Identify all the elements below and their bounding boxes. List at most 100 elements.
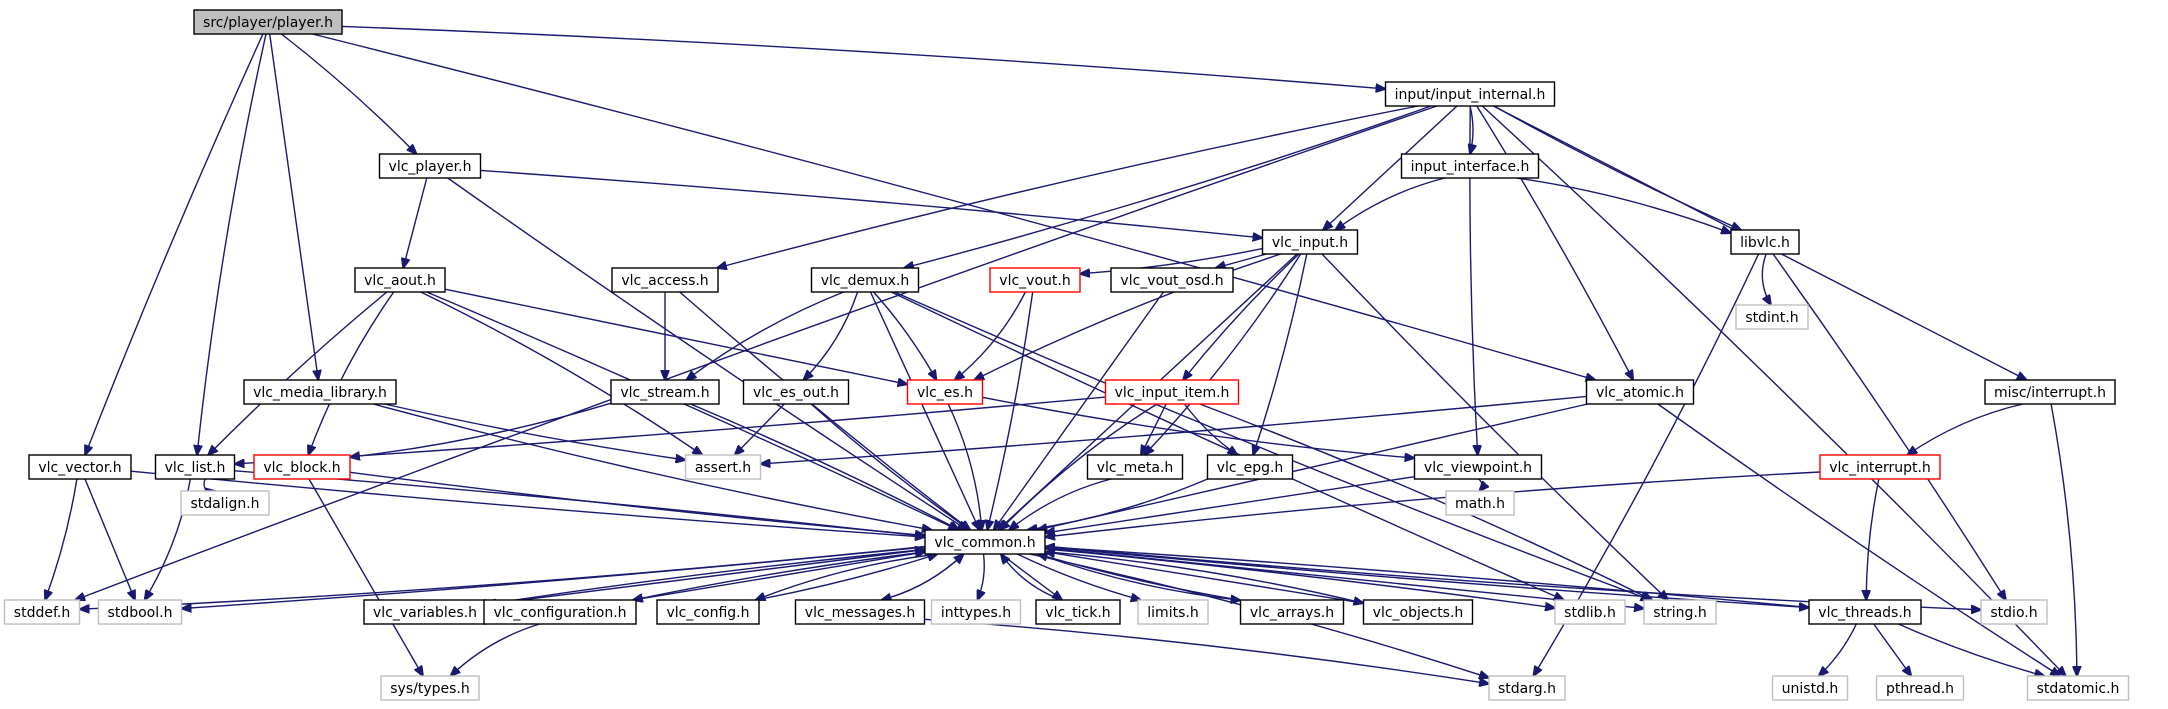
node-vlc-stream[interactable]: vlc_stream.h bbox=[610, 379, 720, 405]
node-vlc-tick[interactable]: vlc_tick.h bbox=[1035, 599, 1121, 625]
node-box bbox=[930, 599, 1022, 625]
node-vlc-variables[interactable]: vlc_variables.h bbox=[363, 599, 487, 625]
node-vlc-arrays[interactable]: vlc_arrays.h bbox=[1239, 599, 1345, 625]
edge-vlc-es-to-vlc-viewpoint bbox=[982, 396, 1415, 458]
edge-vlc-media-library-to-vlc-common bbox=[373, 403, 932, 530]
node-string: string.h bbox=[1643, 599, 1717, 625]
node-label: stdint.h bbox=[1745, 310, 1798, 326]
edge-misc-interrupt-to-stdatomic bbox=[2050, 403, 2077, 676]
node-box bbox=[154, 454, 236, 480]
edge-vlc-es-to-vlc-common bbox=[947, 403, 982, 530]
edge-vlc-aout-to-assert bbox=[420, 291, 703, 455]
node-vlc-input[interactable]: vlc_input.h bbox=[1261, 229, 1359, 255]
node-box bbox=[1035, 599, 1121, 625]
edge-vlc-aout-to-vlc-es bbox=[444, 288, 908, 384]
node-vlc-messages[interactable]: vlc_messages.h bbox=[794, 599, 926, 625]
node-vlc-epg[interactable]: vlc_epg.h bbox=[1206, 454, 1294, 480]
node-vlc-atomic[interactable]: vlc_atomic.h bbox=[1585, 379, 1695, 405]
edge-vlc-variables-to-vlc-common bbox=[485, 550, 925, 606]
dependency-edges bbox=[45, 25, 2077, 683]
node-vlc-es-out[interactable]: vlc_es_out.h bbox=[742, 379, 850, 405]
node-box bbox=[1110, 267, 1234, 293]
edge-vlc-block-to-sys-types bbox=[308, 478, 423, 676]
node-label: vlc_common.h bbox=[934, 535, 1035, 551]
edge-vlc-input-to-vlc-epg bbox=[1253, 253, 1308, 455]
edge-vlc-player-to-vlc-aout bbox=[403, 177, 428, 268]
node-vlc-common[interactable]: vlc_common.h bbox=[924, 529, 1046, 555]
node-vlc-list[interactable]: vlc_list.h bbox=[154, 454, 236, 480]
node-box bbox=[378, 153, 482, 179]
edge-vlc-viewpoint-to-math bbox=[1479, 478, 1482, 491]
edge-vlc-demux-to-string bbox=[894, 291, 1651, 600]
node-sys-types: sys/types.h bbox=[380, 675, 480, 701]
node-vlc-config[interactable]: vlc_config.h bbox=[656, 599, 760, 625]
node-box bbox=[924, 529, 1046, 555]
node-label: vlc_meta.h bbox=[1097, 460, 1174, 476]
node-vlc-es[interactable]: vlc_es.h bbox=[906, 379, 984, 405]
edge-vlc-aout-to-vlc-common bbox=[426, 291, 958, 530]
node-label: vlc_atomic.h bbox=[1596, 385, 1684, 401]
node-label: string.h bbox=[1653, 605, 1707, 621]
edge-vlc-input-item-to-vlc-list bbox=[235, 396, 1106, 464]
node-vlc-viewpoint[interactable]: vlc_viewpoint.h bbox=[1413, 454, 1543, 480]
edge-vlc-atomic-to-assert bbox=[761, 395, 1587, 464]
edge-vlc-interrupt-to-vlc-threads bbox=[1866, 478, 1880, 600]
node-box bbox=[1980, 599, 2048, 625]
node-vlc-input-item[interactable]: vlc_input_item.h bbox=[1104, 379, 1240, 405]
node-vlc-block[interactable]: vlc_block.h bbox=[253, 454, 351, 480]
node-vlc-vout[interactable]: vlc_vout.h bbox=[989, 267, 1081, 293]
edge-vlc-epg-to-vlc-common bbox=[1027, 478, 1208, 530]
node-box bbox=[354, 267, 446, 293]
node-label: vlc_es_out.h bbox=[753, 385, 839, 401]
edge-libvlc-to-stdio bbox=[1772, 253, 2006, 600]
node-box bbox=[1384, 81, 1556, 107]
node-input-interface[interactable]: input_interface.h bbox=[1400, 153, 1540, 179]
node-vlc-aout[interactable]: vlc_aout.h bbox=[354, 267, 446, 293]
node-vlc-objects[interactable]: vlc_objects.h bbox=[1362, 599, 1474, 625]
node-box bbox=[810, 267, 920, 293]
edge-player-h-to-vlc-atomic bbox=[312, 33, 1596, 380]
edge-vlc-vout-to-vlc-es bbox=[955, 291, 1027, 380]
node-vlc-vector[interactable]: vlc_vector.h bbox=[28, 454, 132, 480]
node-misc-interrupt[interactable]: misc/interrupt.h bbox=[1984, 379, 2116, 405]
node-box bbox=[1104, 379, 1240, 405]
node-box bbox=[1984, 379, 2116, 405]
node-vlc-demux[interactable]: vlc_demux.h bbox=[810, 267, 920, 293]
node-input-internal[interactable]: input/input_internal.h bbox=[1384, 81, 1556, 107]
edge-vlc-common-to-vlc-arrays bbox=[1037, 553, 1241, 600]
node-label: unistd.h bbox=[1782, 681, 1839, 697]
node-vlc-access[interactable]: vlc_access.h bbox=[611, 267, 719, 293]
node-label: vlc_block.h bbox=[263, 460, 340, 476]
node-box bbox=[906, 379, 984, 405]
edge-vlc-player-to-vlc-common bbox=[447, 177, 968, 530]
node-vlc-vout-osd[interactable]: vlc_vout_osd.h bbox=[1110, 267, 1234, 293]
node-box bbox=[1137, 599, 1209, 625]
node-vlc-threads[interactable]: vlc_threads.h bbox=[1808, 599, 1922, 625]
node-vlc-meta[interactable]: vlc_meta.h bbox=[1086, 454, 1184, 480]
node-box bbox=[380, 675, 480, 701]
edge-input-internal-to-vlc-viewpoint bbox=[1469, 105, 1478, 455]
node-vlc-media-library[interactable]: vlc_media_library.h bbox=[243, 379, 397, 405]
node-box bbox=[1400, 153, 1540, 179]
node-libvlc[interactable]: libvlc.h bbox=[1730, 229, 1800, 255]
edge-vlc-stream-to-vlc-block bbox=[350, 402, 612, 457]
edge-vlc-common-to-limits bbox=[1016, 553, 1141, 600]
node-box bbox=[1488, 675, 1566, 701]
node-vlc-player[interactable]: vlc_player.h bbox=[378, 153, 482, 179]
node-label: vlc_vector.h bbox=[38, 460, 121, 476]
edge-vlc-aout-to-vlc-list bbox=[208, 291, 388, 455]
node-stddef: stddef.h bbox=[3, 599, 81, 625]
node-box bbox=[742, 379, 850, 405]
node-vlc-configuration[interactable]: vlc_configuration.h bbox=[483, 599, 637, 625]
node-label: stdarg.h bbox=[1498, 681, 1556, 697]
edge-vlc-messages-to-vlc-common bbox=[881, 554, 963, 601]
node-player-h[interactable]: src/player/player.h bbox=[193, 9, 343, 35]
edge-input-interface-to-libvlc bbox=[1516, 177, 1731, 233]
node-vlc-interrupt[interactable]: vlc_interrupt.h bbox=[1819, 454, 1941, 480]
node-label: sys/types.h bbox=[390, 681, 469, 697]
edge-vlc-meta-to-vlc-common bbox=[1009, 478, 1112, 530]
node-stdarg: stdarg.h bbox=[1488, 675, 1566, 701]
node-label: src/player/player.h bbox=[203, 15, 333, 31]
node-math: math.h bbox=[1445, 490, 1515, 516]
edge-player-h-to-vlc-player bbox=[281, 33, 417, 154]
